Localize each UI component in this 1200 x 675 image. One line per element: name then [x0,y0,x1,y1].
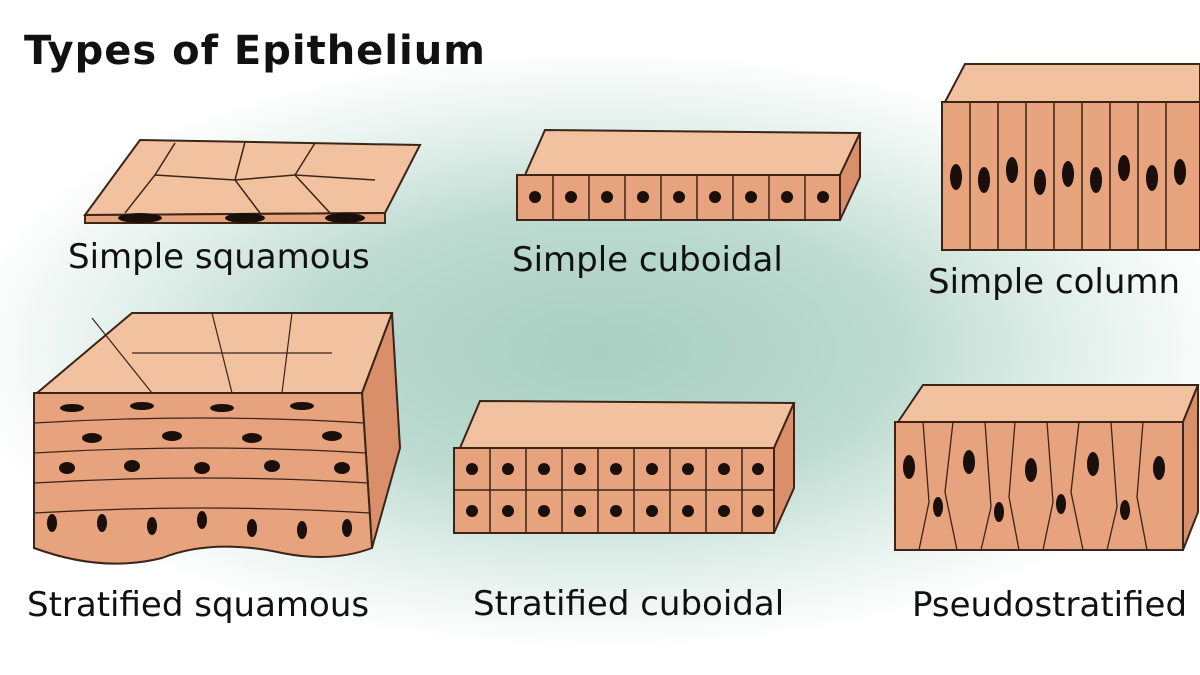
stratified-cuboidal-illustration [453,399,796,534]
simple-cuboidal-illustration [516,128,862,221]
diagram-title: Types of Epithelium [24,28,486,74]
label-pseudostratified: Pseudostratified [912,585,1188,625]
label-simple-columnar: Simple column [928,262,1181,302]
label-stratified-squamous: Stratified squamous [27,585,370,625]
simple-squamous-illustration [83,138,422,224]
label-simple-cuboidal: Simple cuboidal [512,240,783,280]
label-simple-squamous: Simple squamous [68,237,370,277]
label-stratified-cuboidal: Stratified cuboidal [473,584,785,624]
simple-columnar-illustration [941,63,1200,251]
stratified-squamous-illustration [33,312,402,565]
pseudostratified-illustration [894,384,1200,551]
